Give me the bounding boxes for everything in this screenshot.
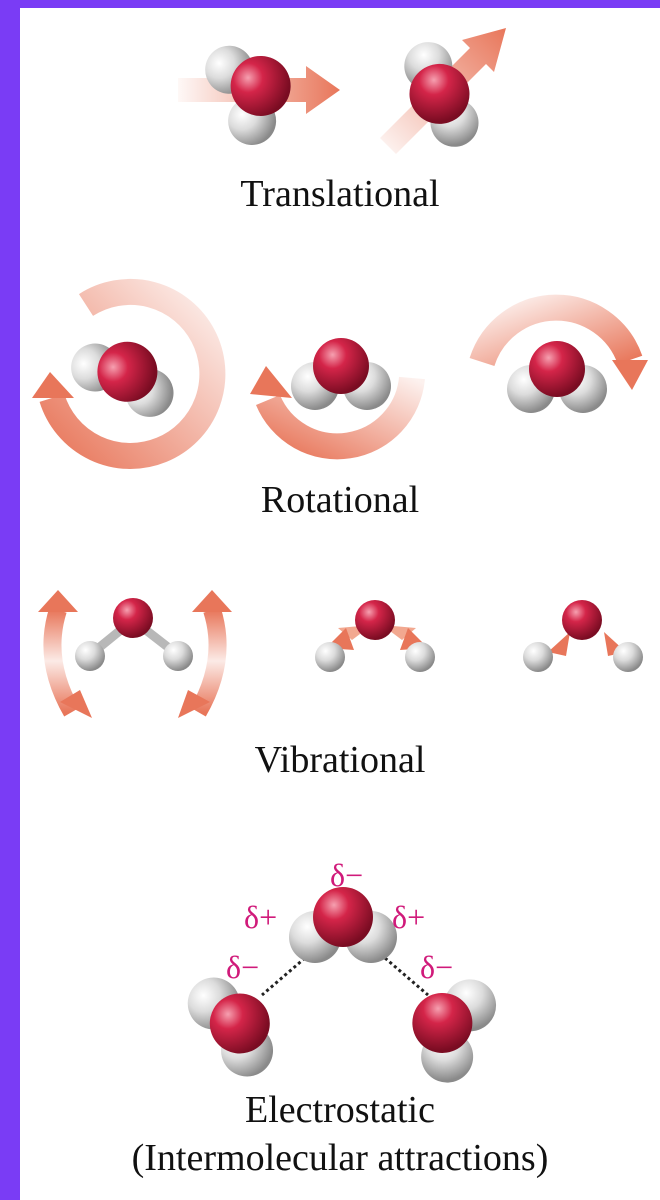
water-molecule-stretch	[315, 600, 435, 672]
charge-label-right-plus: δ+	[392, 899, 426, 935]
rotation-arrow-medium	[255, 376, 425, 460]
hydrogen-bond-left	[261, 956, 306, 997]
water-molecule-bend	[523, 600, 643, 672]
electrostatic-group	[187, 887, 497, 1083]
rotation-arrow-large	[39, 278, 226, 469]
rotation-arrowhead	[612, 360, 648, 390]
charge-label-left-plus: δ+	[244, 899, 278, 935]
vibration-arrow-right	[190, 607, 227, 717]
water-molecule-left	[187, 977, 274, 1077]
caption-translational: Translational	[240, 173, 440, 215]
water-molecule-ball-stick	[75, 598, 193, 671]
water-molecule	[291, 338, 391, 410]
rotational-group	[32, 278, 648, 469]
water-molecule-center	[289, 887, 397, 963]
caption-intermolecular: (Intermolecular attractions)	[131, 1137, 549, 1179]
translational-group	[178, 28, 506, 154]
caption-vibrational: Vibrational	[254, 739, 426, 781]
water-molecule	[71, 341, 174, 417]
charge-label-left-minus: δ−	[226, 949, 260, 985]
rotation-arrow-small	[469, 294, 643, 367]
water-molecule-right	[412, 979, 497, 1083]
vibrational-group	[38, 590, 643, 718]
water-molecule	[205, 45, 291, 145]
water-molecule	[507, 341, 607, 413]
rotation-arrowhead	[32, 372, 74, 398]
rotation-arrowhead	[250, 366, 292, 398]
water-molecule	[404, 42, 479, 147]
charge-label-right-minus: δ−	[420, 949, 454, 985]
charge-label-top: δ−	[330, 857, 364, 893]
caption-electrostatic: Electrostatic	[245, 1089, 435, 1131]
caption-rotational: Rotational	[260, 479, 420, 521]
